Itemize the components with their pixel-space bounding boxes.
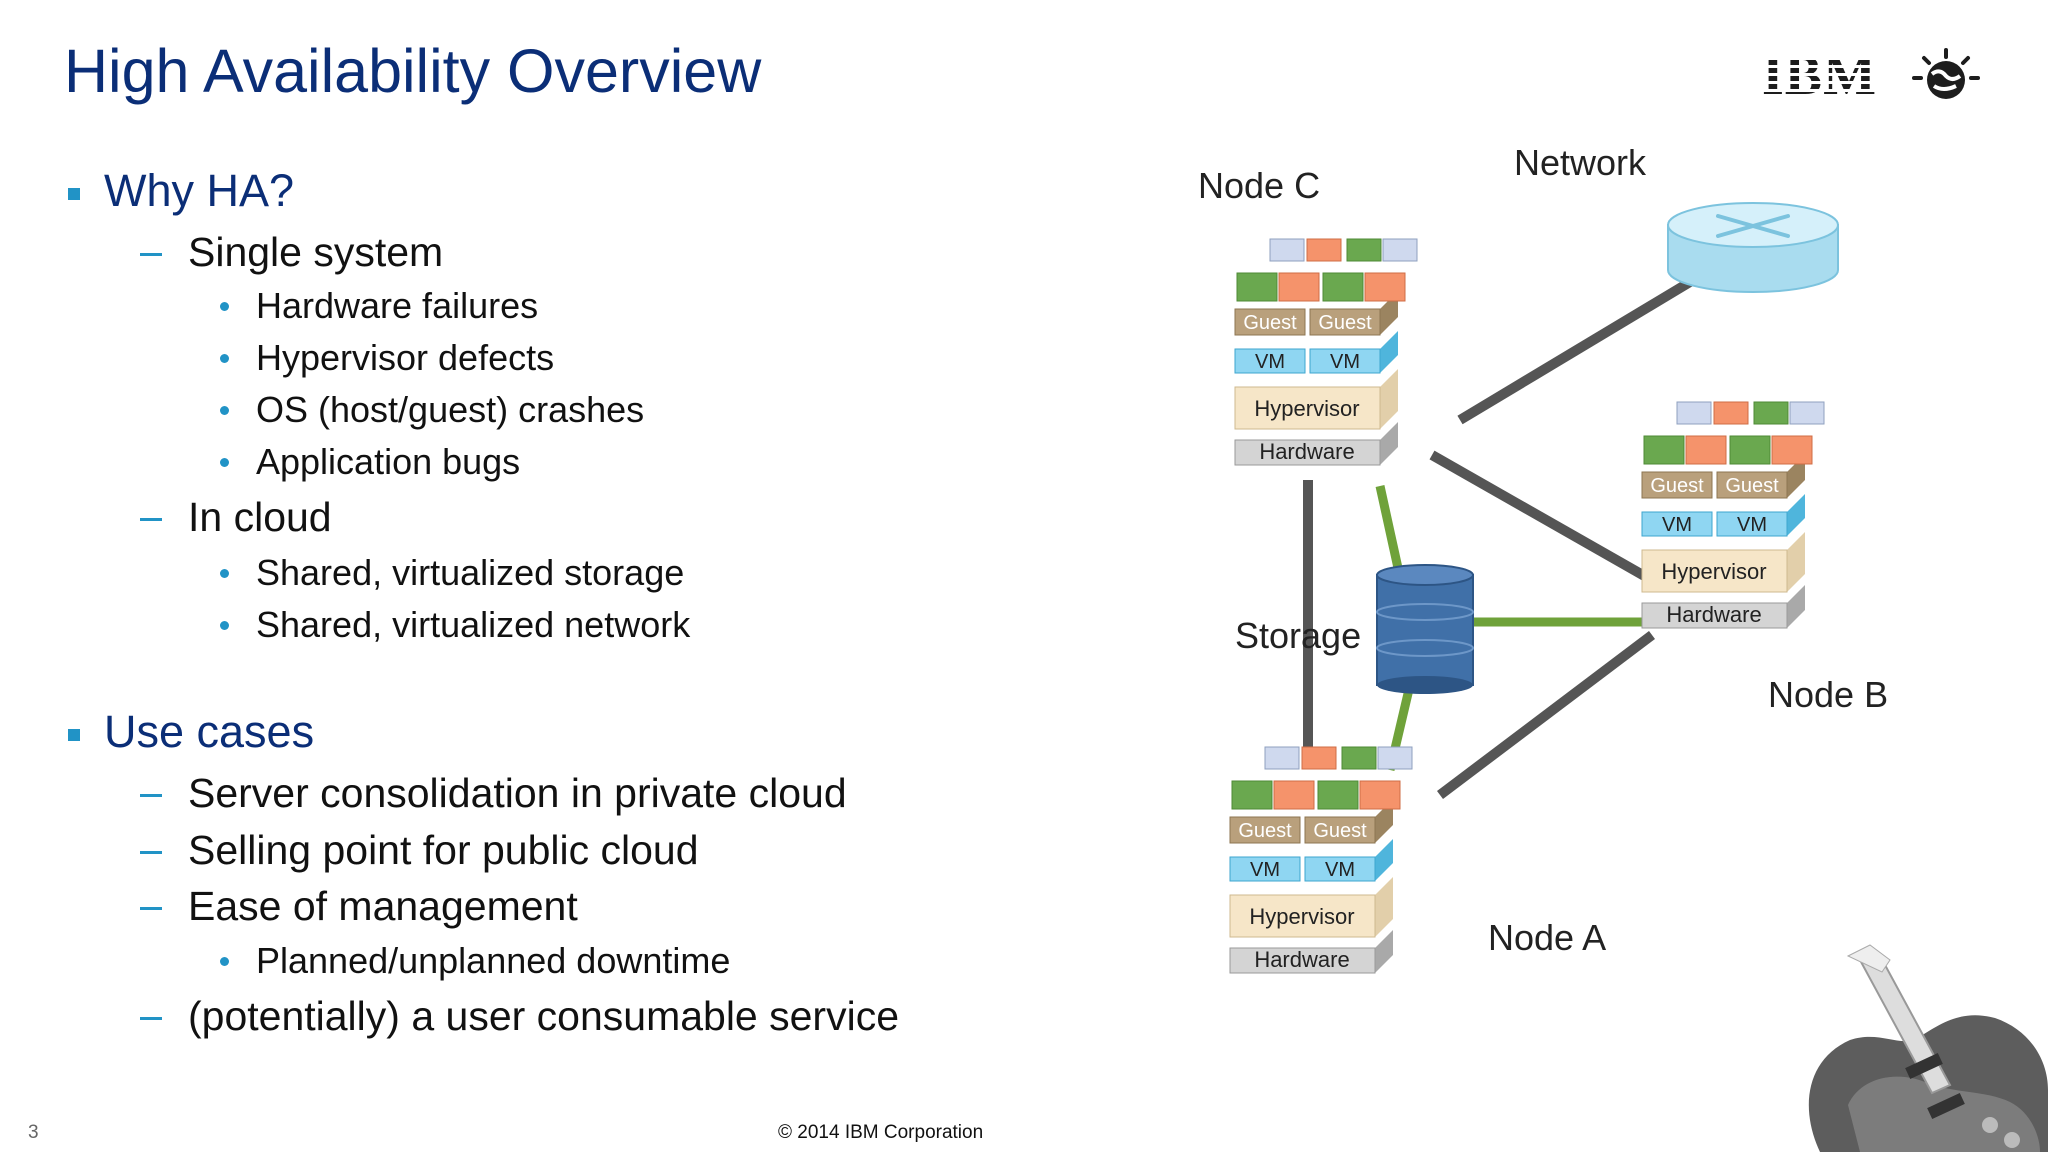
guitar-image — [1808, 944, 2048, 1152]
hypervisor-layer: Hypervisor — [1229, 877, 1393, 938]
dot-marker — [220, 302, 229, 311]
copyright-notice: © 2014 IBM Corporation — [778, 1122, 984, 1143]
storage-label: Storage — [1235, 615, 1361, 656]
hypervisor-layer: Hypervisor — [1641, 532, 1805, 593]
bullet-text: Selling point for public cloud — [188, 827, 699, 873]
guest-layer: Guest Guest — [1234, 291, 1398, 336]
dot-marker — [220, 957, 229, 966]
bullet-text: (potentially) a user consumable service — [188, 993, 899, 1039]
bullet-text: In cloud — [188, 494, 332, 540]
node-b-stack: Hardware Hypervisor VM VM Guest Guest — [1641, 401, 1825, 629]
application-blocks — [1643, 401, 1825, 465]
bullet-text: Planned/unplanned downtime — [256, 940, 731, 981]
vm-label: VM — [1325, 859, 1355, 881]
dot-marker — [220, 621, 229, 630]
hypervisor-layer: Hypervisor — [1234, 369, 1398, 430]
vm-layer: VM VM — [1641, 494, 1805, 537]
node-b-label: Node B — [1768, 674, 1888, 715]
dot-marker — [220, 354, 229, 363]
bullet-text: Ease of management — [188, 883, 578, 929]
hypervisor-label: Hypervisor — [1254, 396, 1359, 421]
bullet-text: Shared, virtualized network — [256, 604, 691, 645]
network-link-node-c — [1457, 277, 1693, 425]
dash-marker — [140, 851, 162, 854]
link-node-a-node-b — [1436, 631, 1656, 799]
guest-layer: Guest Guest — [1641, 454, 1805, 499]
node-a-stack: Hardware Hypervisor VM VM Guest Guest — [1229, 746, 1413, 974]
globe-icon — [1912, 48, 1980, 99]
bullet-text: Use cases — [104, 706, 315, 757]
bullet-text: Hardware failures — [256, 285, 539, 326]
hardware-label: Hardware — [1254, 947, 1349, 972]
hardware-layer: Hardware — [1641, 585, 1805, 629]
guest-label: Guest — [1243, 312, 1297, 334]
ibm-logo: IBM — [1762, 45, 1877, 107]
vm-label: VM — [1737, 514, 1767, 536]
dash-marker — [140, 907, 162, 910]
bullet-marker — [68, 729, 80, 741]
guest-label: Guest — [1318, 312, 1372, 334]
dash-marker — [140, 1017, 162, 1020]
hypervisor-label: Hypervisor — [1661, 559, 1766, 584]
ha-diagram: Network Storage Hardware Hypervisor — [1198, 142, 2048, 1152]
guest-label: Guest — [1238, 820, 1292, 842]
network-router-icon — [1667, 202, 1839, 293]
network-label: Network — [1514, 142, 1647, 183]
vm-label: VM — [1255, 351, 1285, 373]
guest-label: Guest — [1650, 475, 1704, 497]
bullet-text: Single system — [188, 229, 444, 275]
hardware-label: Hardware — [1666, 602, 1761, 627]
node-c-label: Node C — [1198, 165, 1320, 206]
guest-layer: Guest Guest — [1229, 799, 1393, 844]
application-blocks — [1236, 238, 1418, 302]
node-a-label: Node A — [1488, 917, 1606, 958]
bullet-marker — [68, 188, 80, 200]
dash-marker — [140, 794, 162, 797]
bullet-text: Server consolidation in private cloud — [188, 770, 847, 816]
vm-layer: VM VM — [1234, 331, 1398, 374]
bullet-text: OS (host/guest) crashes — [256, 389, 645, 430]
bullet-text: Why HA? — [104, 165, 295, 216]
dash-marker — [140, 253, 162, 256]
slide-title: High Availability Overview — [64, 37, 762, 105]
vm-label: VM — [1662, 514, 1692, 536]
bullet-text: Shared, virtualized storage — [256, 552, 685, 593]
guest-label: Guest — [1725, 475, 1779, 497]
hypervisor-label: Hypervisor — [1249, 904, 1354, 929]
page-number: 3 — [28, 1122, 39, 1143]
bullet-text: Application bugs — [256, 441, 521, 482]
dot-marker — [220, 406, 229, 415]
vm-layer: VM VM — [1229, 839, 1393, 882]
storage-database-icon — [1376, 564, 1474, 694]
hardware-layer: Hardware — [1229, 930, 1393, 974]
hardware-layer: Hardware — [1234, 422, 1398, 466]
dash-marker — [140, 518, 162, 521]
link-node-c-node-b — [1429, 450, 1651, 583]
application-blocks — [1231, 746, 1413, 810]
bullet-text: Hypervisor defects — [256, 337, 555, 378]
dot-marker — [220, 458, 229, 467]
node-c-stack: Hardware Hypervisor VM VM Guest Guest — [1234, 238, 1418, 466]
vm-label: VM — [1330, 351, 1360, 373]
guest-label: Guest — [1313, 820, 1367, 842]
hardware-label: Hardware — [1259, 439, 1354, 464]
vm-label: VM — [1250, 859, 1280, 881]
dot-marker — [220, 569, 229, 578]
